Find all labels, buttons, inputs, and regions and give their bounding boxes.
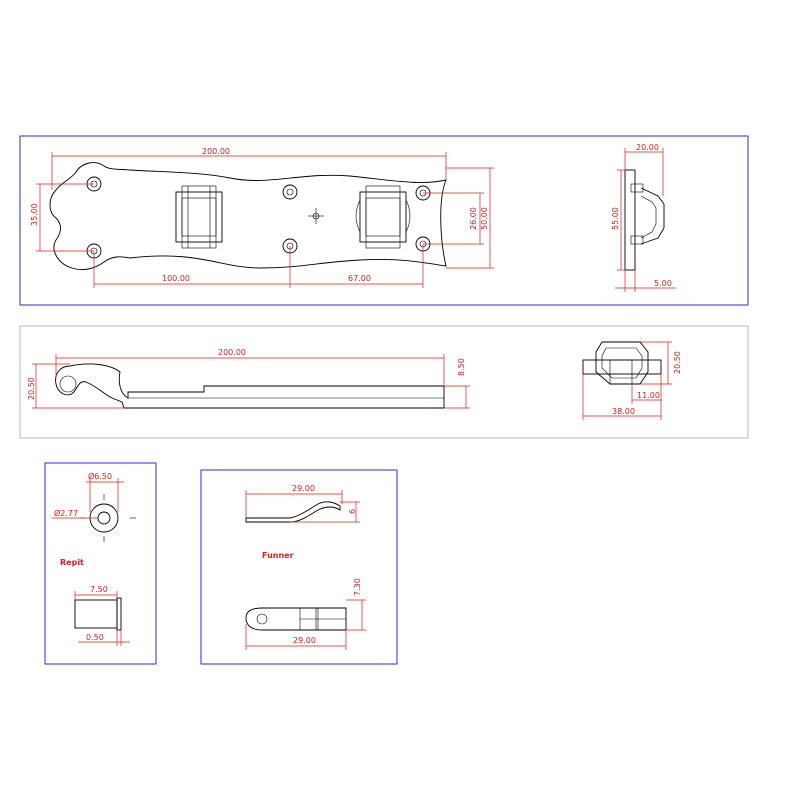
dim-repit-thickness: 0.50 — [86, 633, 104, 642]
dim-funner-side-length: 29.00 — [292, 484, 315, 493]
dim-funner-top-height: 7.30 — [353, 578, 362, 596]
dim-repit-outer: Ø6.50 — [88, 471, 112, 481]
dim-front-inner: 11.00 — [637, 391, 660, 400]
dim-side-thickness: 8.50 — [457, 358, 466, 376]
dim-top-hole-spacing: 26.00 — [469, 207, 478, 230]
frame-funner — [200, 469, 398, 665]
dim-end-width: 20.00 — [636, 143, 659, 152]
frame-side-view — [19, 325, 749, 439]
dim-funner-side-height: 6 — [348, 509, 357, 514]
dim-funner-top-length: 29.00 — [293, 636, 316, 645]
dim-end-base: 5.00 — [654, 279, 672, 288]
end-view — [624, 169, 665, 271]
dim-repit-inner: Ø2.77 — [54, 508, 78, 518]
dim-top-bottom-left: 100.00 — [162, 274, 190, 283]
dimensions-repit: Ø6.50 Ø2.77 7.50 0.50 — [52, 471, 130, 646]
hinge-front-view — [582, 341, 662, 385]
hinge-plate-top-view — [49, 162, 447, 271]
label-funner: Funner — [262, 551, 294, 560]
dim-top-width: 200.00 — [202, 147, 230, 156]
frame-top-view — [19, 135, 749, 306]
dim-front-height: 20.50 — [673, 351, 682, 374]
dimensions-front-view: 20.50 11.00 38.00 — [582, 341, 682, 420]
dimensions-funner-top: 7.30 29.00 — [245, 578, 366, 650]
dim-side-length: 200.00 — [218, 348, 246, 357]
funner-top-part — [245, 607, 347, 631]
dimensions-funner-side: 29.00 6 — [245, 484, 360, 523]
funner-side-part — [245, 501, 341, 523]
dim-top-bottom-right: 67.00 — [348, 274, 371, 283]
dimensions-side-view: 200.00 20.50 8.50 — [27, 348, 470, 409]
frame-repit — [44, 462, 157, 665]
dimensions-end-view: 20.00 55.00 5.00 — [611, 143, 676, 292]
dim-top-right-height: 50.00 — [480, 207, 489, 230]
dim-side-height: 20.50 — [27, 377, 36, 400]
dimensions-top-view: 200.00 35.00 26.00 50.00 100.00 67.00 — [30, 147, 494, 288]
label-repit: Repit — [60, 558, 84, 567]
dim-end-height: 55.00 — [611, 207, 620, 230]
repit-part — [74, 494, 136, 631]
dim-top-left-height: 35.00 — [30, 203, 39, 226]
dim-repit-length: 7.50 — [90, 585, 108, 594]
hinge-side-view — [55, 363, 445, 409]
dim-front-width: 38.00 — [612, 407, 635, 416]
